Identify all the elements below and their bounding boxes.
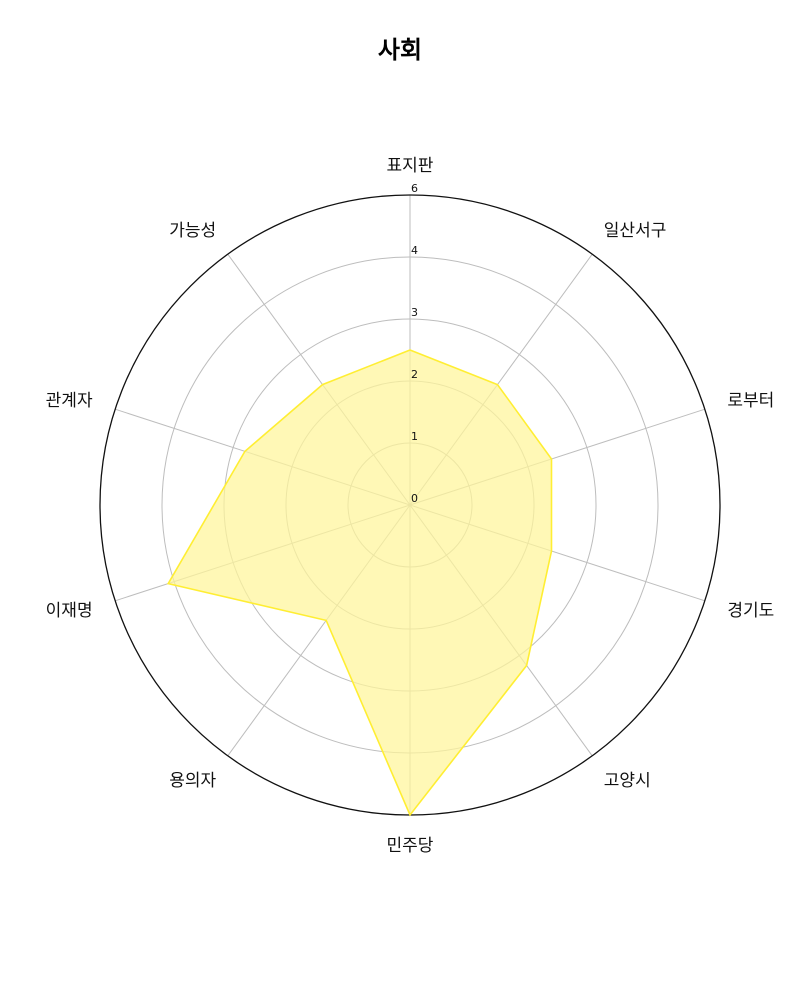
category-label: 고양시 [604, 771, 651, 791]
r-tick-label: 6 [411, 182, 418, 195]
r-tick-label: 2 [411, 368, 418, 381]
category-label: 이재명 [46, 601, 93, 621]
chart-title: 사회 [377, 36, 423, 64]
r-tick-label: 0 [411, 492, 418, 505]
data-layer [166, 349, 553, 817]
category-label: 가능성 [169, 221, 216, 241]
category-label: 일산서구 [604, 221, 667, 241]
category-label: 경기도 [727, 601, 774, 621]
category-label: 용의자 [169, 771, 216, 791]
category-label: 관계자 [46, 391, 93, 411]
series-area [166, 349, 553, 817]
r-tick-label: 1 [411, 430, 418, 443]
category-label: 로부터 [727, 391, 774, 411]
category-label: 표지판 [387, 156, 434, 176]
r-tick-label: 3 [411, 306, 418, 319]
r-tick-label: 4 [411, 244, 418, 257]
category-label: 민주당 [387, 836, 434, 856]
